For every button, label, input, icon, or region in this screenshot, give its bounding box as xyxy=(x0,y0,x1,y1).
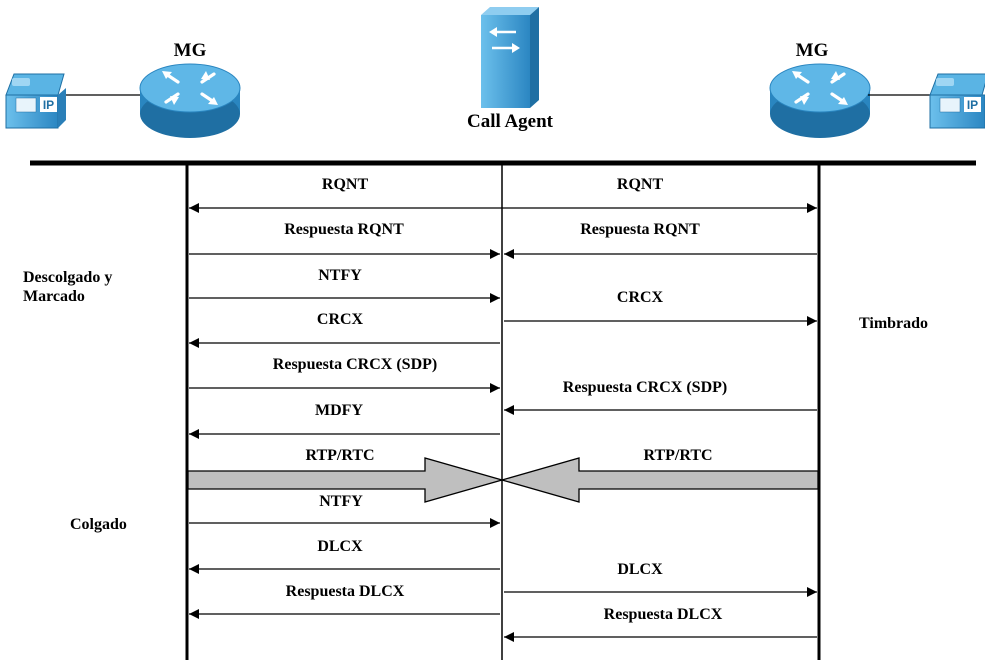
right-router-icon xyxy=(769,63,871,138)
left-router-icon xyxy=(139,63,241,138)
off-hook-note-line2: Marcado xyxy=(23,288,85,305)
left-phone-badge: IP xyxy=(43,98,54,112)
ringing-note: Timbrado xyxy=(859,315,929,332)
left-gateway-label: MG xyxy=(173,40,207,61)
msg-label-respuesta-dlcx-left: Respuesta DLCX xyxy=(285,583,405,600)
on-hook-note: Colgado xyxy=(70,516,127,533)
msg-label-respuesta-dlcx-right: Respuesta DLCX xyxy=(603,606,723,623)
msg-label-mdfy: MDFY xyxy=(315,402,363,419)
right-ip-phone-icon: IP xyxy=(929,73,985,129)
msg-label-ntfy-offhook: NTFY xyxy=(318,267,362,284)
msg-label-ntfy-onhook: NTFY xyxy=(319,493,363,510)
right-gateway-label: MG xyxy=(795,40,829,61)
msg-label-respuesta-rqnt-left: Respuesta RQNT xyxy=(284,221,404,238)
msg-label-crcx-left: CRCX xyxy=(316,311,364,328)
msg-label-rtp-right: RTP/RTC xyxy=(643,447,713,464)
msg-label-respuesta-crcx-right: Respuesta CRCX (SDP) xyxy=(562,379,728,396)
off-hook-note-line1: Descolgado y xyxy=(23,269,113,286)
call-agent-label: Call Agent xyxy=(466,111,554,132)
msg-label-dlcx-right: DLCX xyxy=(617,561,663,578)
msg-label-crcx-right: CRCX xyxy=(616,289,664,306)
msg-label-rqnt-right: RQNT xyxy=(616,176,664,193)
msg-label-rtp-left: RTP/RTC xyxy=(305,447,375,464)
msg-label-rqnt-left: RQNT xyxy=(321,176,369,193)
rtp-stream-right-arrow xyxy=(499,457,819,503)
msg-label-dlcx-left: DLCX xyxy=(317,538,363,555)
call-agent-server-icon xyxy=(481,7,539,108)
msg-label-respuesta-crcx-left: Respuesta CRCX (SDP) xyxy=(272,356,438,373)
rtp-stream-left-arrow xyxy=(187,457,505,503)
msg-label-respuesta-rqnt-right: Respuesta RQNT xyxy=(580,221,700,238)
right-phone-badge: IP xyxy=(967,98,978,112)
left-ip-phone-icon: IP xyxy=(5,73,66,129)
